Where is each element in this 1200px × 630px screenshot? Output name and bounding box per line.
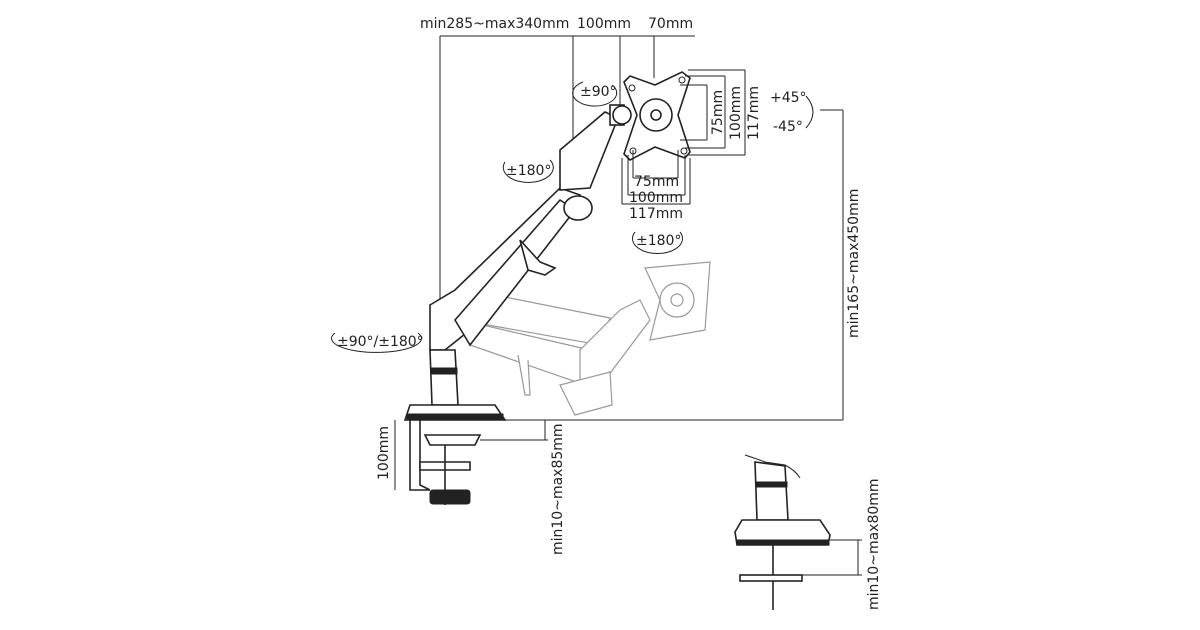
arm-offset-label: 100mm <box>577 16 631 32</box>
tilt-up-label: +45° <box>770 90 807 106</box>
base-rotation-label: ±90°/±180° <box>337 334 424 350</box>
vesa-horizontal-75-label: 75mm <box>634 174 679 190</box>
vesa-vertical-dimension-lines <box>680 69 746 156</box>
reach-label: min285~max340mm <box>420 16 569 32</box>
clamp-thickness-label: min10~max85mm <box>550 423 566 555</box>
grommet-thickness-label: min10~max80mm <box>866 478 882 610</box>
monitor-arm <box>429 104 632 406</box>
head-offset-label: 70mm <box>648 16 693 32</box>
elbow-arc-icon <box>502 159 554 183</box>
base-arc-icon <box>331 332 422 353</box>
vesa-plate <box>623 71 691 161</box>
swivel-arc-icon <box>572 81 618 107</box>
elbow-label: ±180° <box>506 163 551 179</box>
rotation-arrows <box>331 81 683 353</box>
tilt-down-label: -45° <box>773 119 803 135</box>
swivel-label: ±90° <box>580 84 617 100</box>
vesa-vertical-100-label: 100mm <box>728 86 744 140</box>
vesa-horizontal-100-label: 100mm <box>629 190 683 206</box>
height-range-label: min165~max450mm <box>846 189 862 338</box>
vesa-vertical-75-label: 75mm <box>710 90 726 135</box>
vesa-horizontal-dimension-lines <box>621 150 691 205</box>
tilt-arc-icon <box>805 95 814 129</box>
desk-clamp <box>394 404 548 505</box>
rotation-label: ±180° <box>636 233 681 249</box>
grommet-mount-inset <box>734 454 862 610</box>
clamp-height-label: 100mm <box>376 426 392 480</box>
plate-vertical-117-label: 117mm <box>746 86 762 140</box>
rotation-arc-icon <box>632 231 683 254</box>
plate-horizontal-117-label: 117mm <box>629 206 683 222</box>
